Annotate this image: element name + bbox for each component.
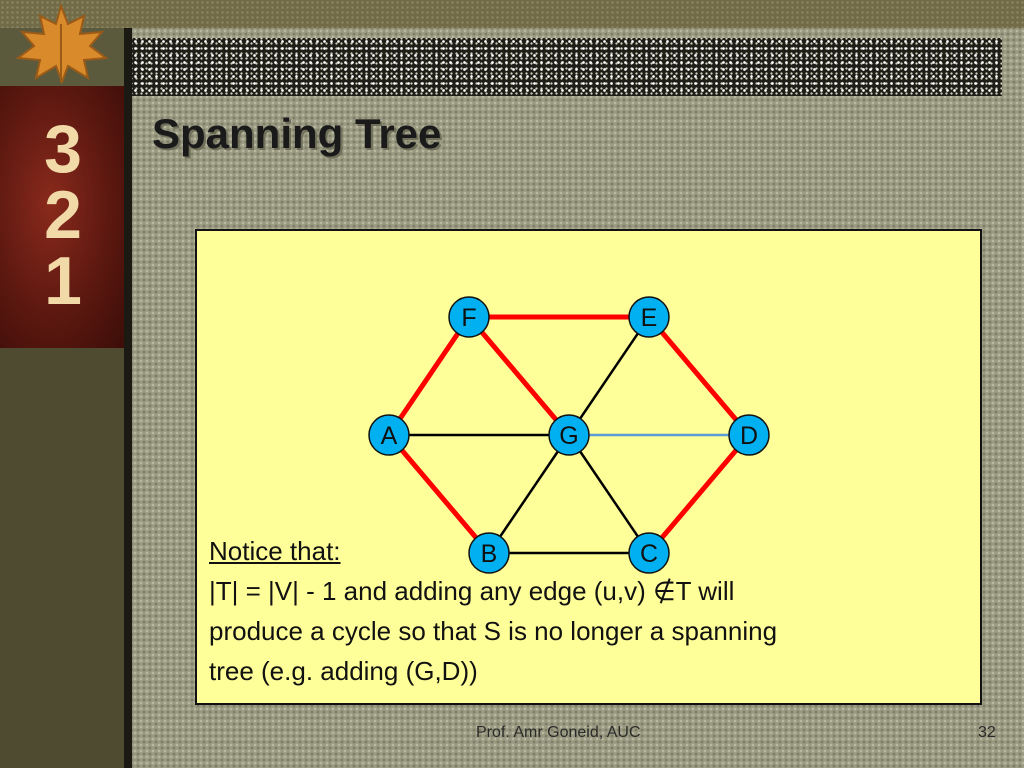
- node-circle-F: [448, 296, 490, 338]
- node-circle-G: [548, 414, 590, 456]
- edge-E-D: [647, 315, 751, 437]
- edge-G-C: [567, 434, 651, 554]
- node-circle-E: [628, 296, 670, 338]
- node-label-C: C: [640, 540, 658, 568]
- notice-text: Notice that: |T| = |V| - 1 and adding an…: [209, 531, 979, 691]
- node-label-A: A: [381, 422, 398, 450]
- edge-F-G: [467, 315, 571, 437]
- top-texture-band: [0, 0, 1024, 28]
- logo-digit-2: 2: [44, 177, 82, 253]
- node-circle-D: [728, 414, 770, 456]
- edge-G-B: [487, 434, 571, 554]
- logo-digit-1: 1: [44, 243, 82, 319]
- node-G: G: [548, 414, 590, 456]
- edge-A-B: [387, 433, 491, 555]
- edge-D-C: [647, 433, 751, 555]
- node-label-D: D: [740, 422, 758, 450]
- left-sidebar-lower: [0, 348, 126, 768]
- notice-line-3: tree (e.g. adding (G,D)): [209, 656, 478, 686]
- node-B: B: [468, 532, 510, 574]
- node-label-F: F: [461, 304, 476, 332]
- notice-line-2: produce a cycle so that S is no longer a…: [209, 616, 778, 646]
- node-label-B: B: [481, 540, 498, 568]
- edge-E-G: [567, 316, 651, 436]
- notice-heading: Notice that:: [209, 536, 341, 566]
- page-number: 32: [978, 724, 996, 741]
- logo-digit-3: 3: [44, 111, 82, 187]
- node-circle-A: [368, 414, 410, 456]
- node-D: D: [728, 414, 770, 456]
- node-circle-B: [468, 532, 510, 574]
- node-C: C: [628, 532, 670, 574]
- node-label-G: G: [559, 422, 578, 450]
- footer-author: Prof. Amr Goneid, AUC: [476, 724, 641, 741]
- diagram-panel: F E A G D B C Notice that: |T| = |V| - 1 and a…: [195, 229, 982, 705]
- node-F: F: [448, 296, 490, 338]
- node-circle-C: [628, 532, 670, 574]
- maple-leaf-icon: [15, 2, 109, 84]
- header-texture-band: [132, 38, 1002, 96]
- node-E: E: [628, 296, 670, 338]
- vertical-divider: [124, 28, 132, 768]
- notice-line-1: |T| = |V| - 1 and adding any edge (u,v) …: [209, 576, 735, 606]
- node-label-E: E: [641, 304, 658, 332]
- edge-F-A: [386, 315, 472, 437]
- node-A: A: [368, 414, 410, 456]
- logo-321: 3 2 1: [0, 86, 126, 348]
- spanning-tree-graph: F E A G D B C: [368, 296, 770, 574]
- slide-title: Spanning Tree: [152, 110, 442, 157]
